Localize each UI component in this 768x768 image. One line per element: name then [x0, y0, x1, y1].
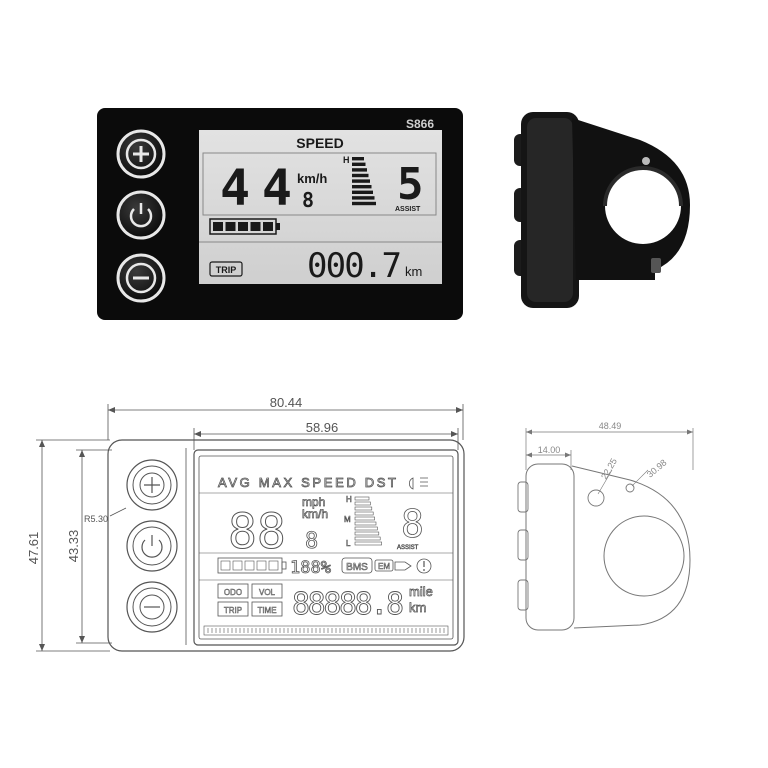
drawing-level-bar	[354, 506, 373, 511]
side-width: 48.49	[599, 421, 622, 431]
mile-label: mile	[409, 584, 433, 599]
drawing-level-bar	[354, 531, 380, 536]
display-front-photo: S866 SPEED 44 km/h 8 H 5 ASSIST	[97, 108, 463, 320]
bms-label: BMS	[346, 562, 368, 573]
plus-icon	[133, 146, 149, 162]
big-digits: 88	[228, 504, 286, 560]
drawing-battery-cell	[256, 560, 267, 571]
odo-unit: km	[405, 264, 422, 279]
time-label: TIME	[257, 606, 276, 615]
drawing-level-bars	[354, 496, 382, 546]
power-button[interactable]	[116, 190, 166, 240]
battery-icon	[209, 218, 280, 235]
motor-icon	[394, 561, 412, 571]
trip-label: TRIP	[216, 265, 237, 275]
drawing-level-bar	[354, 501, 371, 506]
level-bar	[352, 157, 364, 161]
dim-height-inner: 43.33	[66, 530, 81, 563]
plus-button[interactable]	[116, 129, 166, 179]
drawing-assist-label: ASSIST	[397, 545, 419, 551]
bottom-bar-segments	[207, 628, 445, 633]
drawing-plus-icon	[144, 477, 160, 493]
dim-radius: R5.30	[84, 514, 108, 524]
speed-unit: km/h	[297, 171, 327, 186]
speed-label: SPEED	[296, 135, 343, 151]
odo-digits: 88888.8	[292, 587, 404, 622]
drawing-m-mark: M	[344, 515, 351, 524]
lcd-header: AVG MAX SPEED DST	[218, 475, 396, 490]
assist-value: 5	[397, 159, 424, 210]
dim-width-screen: 58.96	[306, 420, 339, 435]
dim-width-total: 80.44	[270, 395, 303, 410]
drawing-lcd-contents: AVG MAX SPEED DST 88 mph km/h 8 H M L 8 …	[199, 475, 453, 636]
level-bar	[352, 168, 367, 172]
drawing-level-bar	[354, 511, 374, 516]
vol-label: VOL	[259, 588, 276, 597]
drawing-battery-cell	[268, 560, 279, 571]
level-bar	[352, 185, 372, 189]
level-bar	[352, 173, 369, 178]
battery-cell	[213, 222, 223, 231]
side-drawing	[517, 428, 694, 631]
battery-cell	[263, 222, 273, 231]
side-dia-small: 22.25	[599, 456, 619, 481]
small-digit: 8	[302, 188, 314, 212]
km-label: km	[409, 600, 426, 615]
drawing-buttons	[126, 459, 178, 633]
drawing-h-mark: H	[346, 495, 352, 504]
drawing-battery-cell	[232, 560, 243, 571]
dim-height-total: 47.61	[26, 532, 41, 565]
drawing-level-bar	[354, 521, 377, 526]
drawing-battery-cell	[244, 560, 255, 571]
level-bar	[352, 179, 370, 183]
drawing-battery-icon	[217, 557, 287, 574]
light-icon	[409, 477, 428, 490]
drawing-plus-button	[126, 459, 178, 511]
display-side-photo	[514, 112, 690, 308]
percent-digits: 188%	[290, 558, 331, 578]
level-h: H	[343, 155, 350, 165]
level-bar	[352, 190, 373, 194]
drawing-power-button	[126, 520, 178, 572]
em-label: EM	[378, 562, 390, 571]
drawing-level-bar	[354, 541, 382, 546]
side-dia-large: 30.98	[645, 457, 669, 479]
model-label: S866	[406, 117, 434, 131]
level-bar	[352, 201, 376, 206]
minus-button[interactable]	[116, 253, 166, 303]
side-offset: 14.00	[538, 445, 561, 455]
drawing-l-mark: L	[346, 539, 351, 548]
level-bar	[352, 162, 366, 166]
kmh-label: km/h	[302, 507, 328, 521]
warning-icon	[416, 558, 432, 574]
lcd-screen	[199, 130, 442, 284]
side-dimension-labels: 48.49 14.00 22.25 30.98	[538, 421, 669, 481]
level-bar	[352, 196, 375, 200]
odo-value: 000.7	[307, 246, 402, 286]
drawing-power-icon	[141, 539, 163, 558]
drawing-level-bar	[354, 536, 381, 541]
drawing-assist-digit: 8	[401, 502, 424, 546]
power-icon	[129, 203, 153, 228]
drawing-battery-cell	[220, 560, 231, 571]
drawing-minus-button	[126, 581, 178, 633]
drawing-level-bar	[354, 526, 378, 531]
assist-level-bars	[352, 157, 376, 206]
battery-cell	[238, 222, 248, 231]
battery-cell	[225, 222, 236, 231]
odo-label: ODO	[224, 588, 242, 597]
drawing-trip-label: TRIP	[224, 606, 242, 615]
drawing-level-bar	[354, 516, 375, 521]
drawing-small-digit: 8	[305, 529, 318, 554]
mph-label: mph	[302, 495, 325, 509]
drawing-level-bar	[354, 496, 370, 501]
assist-label: ASSIST	[395, 206, 421, 213]
dimension-labels: 80.44 58.96 47.61 43.33 R5.30	[26, 395, 338, 564]
battery-cell	[250, 222, 261, 231]
front-drawing	[36, 404, 465, 652]
